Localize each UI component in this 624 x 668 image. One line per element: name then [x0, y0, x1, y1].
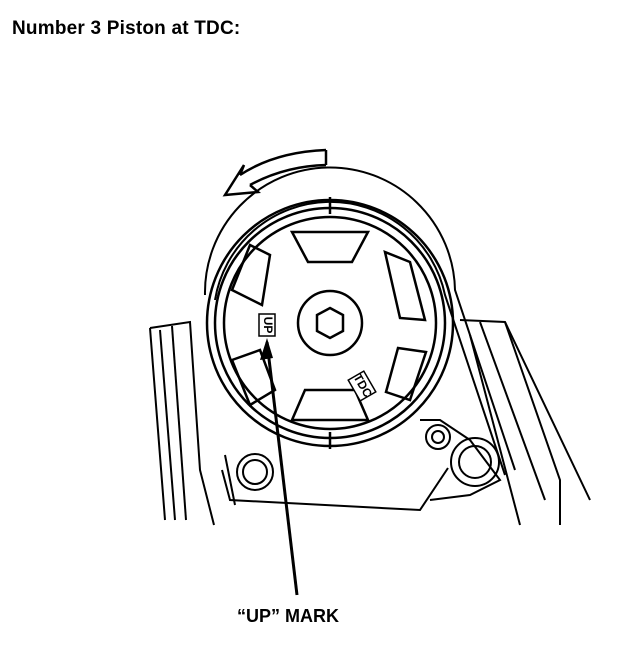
tdc-mark: TDC: [347, 370, 377, 402]
rotation-direction-arrow: [222, 148, 328, 197]
callout-leader-arrow: [265, 341, 299, 596]
timing-belt: [203, 166, 516, 476]
diagram-title: Number 3 Piston at TDC:: [12, 18, 241, 39]
up-mark: UP: [258, 313, 276, 337]
up-mark-text: UP: [261, 317, 275, 334]
camshaft-pulley: [205, 197, 455, 449]
lower-housing: [221, 419, 502, 512]
up-mark-callout-label: “UP” MARK: [237, 606, 339, 626]
callout-arrowhead: [260, 338, 273, 360]
cylinder-head-left: [149, 320, 215, 526]
cylinder-head-right: [459, 319, 591, 526]
